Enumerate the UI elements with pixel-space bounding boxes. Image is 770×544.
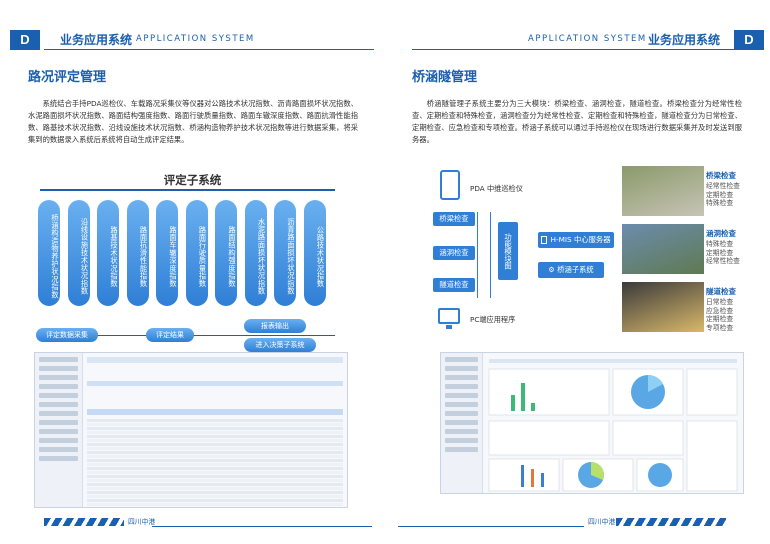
footer-company-right: 四川中港 (588, 518, 616, 526)
section-tab-right: D (734, 30, 764, 50)
index-pill: 路面结构强度指数 (215, 200, 237, 306)
header-bar-left: 业务应用系统 APPLICATION SYSTEM (44, 30, 374, 50)
hmis-label: H-MIS 中心服务器 (550, 235, 611, 244)
table-row (87, 427, 343, 430)
index-pill: 桥涵构造物养护状况指数 (38, 200, 60, 306)
function-module-box: 功能模块图 (498, 222, 518, 280)
table-row (87, 431, 343, 434)
index-pill: 公路技术状况指数 (303, 200, 326, 306)
index-pill: 路基技术状况指数 (97, 200, 119, 306)
table-row (87, 487, 343, 490)
tunnel-check-box: 隧道检查 (433, 278, 475, 292)
bridge-subsystem-box: ⚙ 桥涵子系统 (538, 262, 604, 278)
table-row (87, 451, 343, 454)
table-row (87, 455, 343, 458)
bridge-check-box: 桥梁检查 (433, 212, 475, 226)
photo-check-item: 定期检查 (706, 190, 734, 199)
table-row (87, 423, 343, 426)
photo-check-item: 应急检查 (706, 306, 734, 315)
pc-stand (446, 325, 452, 329)
index-pill: 路面行驶质量指数 (185, 200, 208, 306)
bridge-system-screenshot (440, 352, 744, 494)
table-row (87, 499, 343, 502)
table-row (87, 459, 343, 462)
footer-line-left (152, 526, 372, 527)
photo-category-label: 隧道检查 (706, 287, 736, 296)
connector-left (477, 212, 478, 298)
photo-check-item: 日常检查 (706, 298, 734, 306)
index-pill: 路面车辙深度指数 (156, 200, 178, 306)
table-row (87, 463, 343, 466)
table-row (87, 439, 343, 442)
inspection-photo (622, 166, 704, 216)
table-row (87, 479, 343, 482)
pda-device-icon (440, 170, 460, 200)
header-title-cn-right: 业务应用系统 (648, 33, 721, 47)
report-output-button[interactable]: 报表输出 (244, 319, 306, 333)
table-row (87, 495, 343, 498)
server-icon (541, 236, 548, 244)
road-system-screenshot (34, 352, 348, 508)
header-bar-right: APPLICATION SYSTEM 业务应用系统 (412, 30, 734, 50)
photo-check-item: 定期检查 (706, 248, 734, 257)
photo-check-item: 专项检查 (706, 323, 734, 332)
photo-check-item: 特殊检查 (706, 199, 734, 207)
table-row (87, 435, 343, 438)
table-row (87, 467, 343, 470)
table-row (87, 475, 343, 478)
road-intro-paragraph: 系统结合手持PDA巡检仪、车载路况采集仪等仪器对公路技术状况指数、沥青路面损坏状… (28, 99, 358, 144)
table-row (87, 471, 343, 474)
connector-mid (490, 212, 491, 298)
pc-app-label: PC端应用程序 (470, 315, 516, 324)
footer-company-left: 四川中港 (128, 518, 156, 526)
page-title-bridge: 桥涵隧管理 (412, 70, 478, 85)
index-pill: 沿线设施技术状况指数 (67, 200, 90, 306)
photo-category-label: 桥梁检查 (706, 171, 736, 180)
gear-icon: ⚙ (548, 265, 558, 274)
section-tab-left: D (10, 30, 40, 50)
enter-decision-button[interactable]: 进入决策子系统 (244, 338, 316, 352)
index-pill: 路面抗滑性能指数 (126, 200, 149, 306)
pda-label: PDA 中维巡检仪 (470, 184, 523, 193)
index-pill: 沥青路面损坏状况指数 (274, 200, 296, 306)
table-row (87, 443, 343, 446)
photo-check-item: 经常性检查 (706, 257, 740, 265)
inspection-photo (622, 224, 704, 274)
inspection-photo (622, 282, 704, 332)
footer-line-right (398, 526, 584, 527)
page-title-road: 路况评定管理 (28, 70, 107, 85)
footer-stripes-left (44, 518, 124, 526)
eval-divider (40, 189, 335, 191)
bridge-intro-paragraph: 桥涵隧管理子系统主要分为三大模块：桥梁检查、涵洞检查，隧道检查。桥梁检查分为经常… (412, 99, 742, 144)
header-title-en: APPLICATION SYSTEM (136, 34, 255, 44)
table-row (87, 447, 343, 450)
eval-subsystem-title: 评定子系统 (163, 173, 222, 187)
photo-check-item: 定期检查 (706, 315, 734, 323)
dashboard-mini-charts (488, 359, 738, 492)
table-row (87, 419, 343, 422)
photo-check-item: 经常性检查 (706, 182, 740, 190)
index-pill: 水泥路面损坏状况指数 (244, 200, 267, 306)
eval-result-button[interactable]: 评定结果 (146, 328, 194, 342)
subsystem-label: 桥涵子系统 (557, 265, 594, 274)
footer-stripes-right (616, 518, 726, 526)
hmis-server-box: H-MIS 中心服务器 (538, 232, 614, 248)
header-title-cn: 业务应用系统 (60, 33, 133, 47)
photo-check-item: 特殊检查 (706, 240, 734, 248)
pc-monitor-icon (438, 308, 460, 324)
eval-collect-button[interactable]: 评定数据采集 (36, 328, 98, 342)
header-title-en-right: APPLICATION SYSTEM (528, 34, 647, 44)
table-row (87, 491, 343, 494)
culvert-check-box: 涵洞检查 (433, 246, 475, 260)
photo-category-label: 涵洞检查 (706, 229, 736, 238)
table-row (87, 483, 343, 486)
table-row (87, 503, 343, 506)
